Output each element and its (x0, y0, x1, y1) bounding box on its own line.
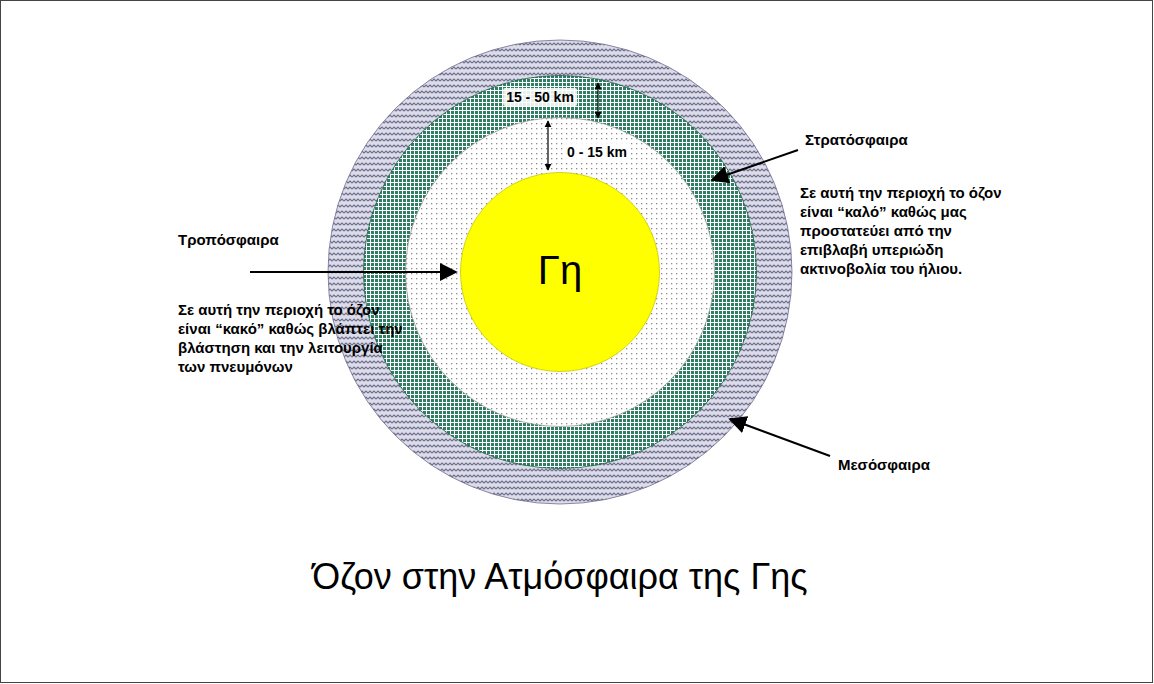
layer-name: Μεσόσφαιρα (838, 456, 930, 473)
stratosphere-ring: 15 - 50 km 0 - 15 km Γη (363, 75, 757, 469)
dimension-arrow (597, 83, 598, 118)
earth-circle: Γη (460, 172, 660, 372)
leader-arrow (730, 419, 830, 456)
leader-arrow (250, 271, 456, 273)
stratosphere-ring-outline (364, 76, 757, 469)
dimension-arrow (547, 121, 548, 170)
layer-name: Στρατόσφαιρα (805, 131, 908, 148)
altitude-range: 15 - 50 km (503, 88, 577, 106)
note-text: Σε αυτή την περιοχή το όζον είναι “κακό”… (178, 300, 406, 376)
altitude-range: 0 - 15 km (564, 143, 630, 161)
earth-label: Γη (538, 248, 582, 293)
leader-arrow (712, 150, 798, 180)
troposphere-ring-outline (406, 118, 715, 427)
earth-circle-outline (461, 173, 660, 372)
mesosphere-ring (328, 40, 792, 504)
layer-name: Τροπόσφαιρα (178, 231, 279, 248)
diagram-title: Όζον στην Ατμόσφαιρα της Γης (312, 556, 807, 598)
note-text: Σε αυτή την περιοχή το όζον είναι “καλό”… (800, 183, 1015, 278)
troposphere-ring: 0 - 15 km Γη (405, 117, 715, 427)
